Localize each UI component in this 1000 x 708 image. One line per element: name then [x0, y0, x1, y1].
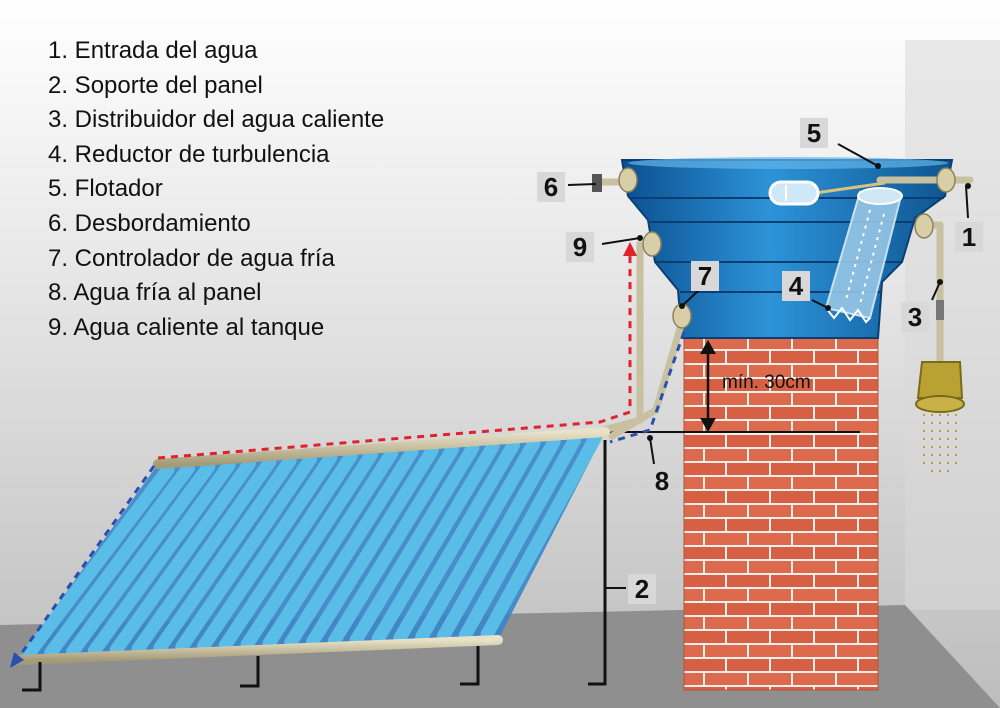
callout-8: 8 — [654, 466, 670, 496]
vacuum-tube — [262, 446, 399, 651]
legend-item: 5. Flotador — [48, 175, 163, 203]
callout-3: 3 — [901, 302, 929, 332]
vacuum-tube — [153, 454, 297, 655]
legend-item: 8. Agua fría al panel — [48, 279, 262, 307]
vacuum-tube — [175, 452, 317, 654]
legend: 1. Entrada del agua 2. Soporte del panel… — [48, 34, 384, 345]
vacuum-tube — [371, 439, 500, 646]
legend-item: 4. Reductor de turbulencia — [48, 140, 330, 168]
callout-leaders — [567, 143, 969, 589]
callout-6: 6 — [537, 172, 565, 202]
min-height-label: mín. 30cm — [722, 372, 811, 393]
legend-item: 2. Soporte del panel — [48, 71, 263, 99]
overflow-valve — [592, 174, 602, 192]
brick-pillar — [684, 338, 878, 690]
callout-1: 1 — [955, 222, 983, 252]
vacuum-tube — [458, 433, 582, 642]
vacuum-tube — [22, 462, 175, 661]
vacuum-tube — [393, 438, 521, 645]
panel-supports — [22, 440, 607, 692]
cold-water-flow — [12, 331, 686, 665]
min-height-arrow — [700, 340, 716, 432]
vacuum-tube — [306, 443, 439, 649]
vacuum-tube — [240, 448, 378, 651]
vacuum-tube — [44, 461, 195, 660]
vacuum-tube — [436, 435, 561, 643]
vacuum-tube — [284, 445, 419, 650]
vacuum-tube — [218, 449, 358, 652]
vacuum-tube — [66, 459, 216, 659]
legend-item: 9. Agua caliente al tanque — [48, 313, 325, 341]
turbulence-reducer — [824, 187, 903, 324]
vacuum-tube — [415, 436, 541, 644]
vacuum-tube — [196, 451, 338, 653]
vacuum-tube — [349, 440, 480, 647]
vacuum-tube — [131, 455, 277, 656]
vacuum-tube — [109, 456, 256, 657]
callout-5: 5 — [800, 118, 828, 148]
vacuum-tube — [480, 432, 602, 641]
legend-item: 6. Desbordamiento — [48, 209, 251, 237]
callout-9: 9 — [566, 232, 594, 262]
callout-2: 2 — [628, 574, 656, 604]
hot-water-flow — [157, 252, 632, 460]
callout-4: 4 — [782, 271, 810, 301]
legend-item: 1. Entrada del agua — [48, 37, 258, 64]
solar-panel — [13, 427, 610, 665]
hot-water-distributor — [915, 300, 965, 475]
vacuum-tube — [327, 442, 460, 648]
float — [768, 180, 886, 206]
vacuum-tube — [87, 458, 236, 658]
legend-item: 7. Controlador de agua fría — [48, 244, 335, 272]
legend-item: 3. Distribuidor del agua caliente — [48, 106, 385, 134]
callout-7: 7 — [691, 261, 719, 291]
